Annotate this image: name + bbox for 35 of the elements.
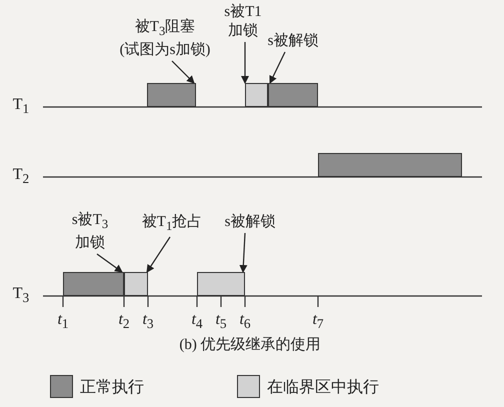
callout-text: s被T1	[224, 3, 262, 22]
callout-text: 加锁	[74, 234, 106, 253]
execution-bar	[63, 272, 124, 296]
callout-text: 被T$_{1}$抢占	[142, 213, 202, 235]
task-label: T$_{3}$	[12, 285, 30, 306]
time-label: t$_{5}$	[215, 311, 227, 332]
execution-bar	[147, 83, 196, 107]
caption: (b) 优先级继承的使用	[179, 336, 321, 354]
time-label: t$_{1}$	[57, 311, 69, 332]
callout-text: 加锁	[227, 22, 259, 41]
callout-text: s被T$_{3}$	[72, 211, 108, 233]
arrow	[172, 60, 195, 84]
legend-label: 正常执行	[80, 378, 144, 398]
callout-text: s被解锁	[224, 213, 276, 232]
task-label: T$_{2}$	[12, 166, 30, 188]
arrow	[146, 236, 170, 273]
callout-text: (试图为s加锁)	[120, 41, 210, 60]
time-label: t$_{6}$	[239, 311, 251, 332]
arrow	[241, 42, 249, 84]
arrow	[96, 254, 123, 273]
time-label: t$_{3}$	[142, 311, 154, 332]
callout-text: 被T$_{3}$阻塞	[134, 18, 196, 40]
arrow	[239, 232, 248, 273]
task-label: T$_{1}$	[12, 96, 30, 118]
time-label: t$_{7}$	[312, 311, 324, 332]
callout-text: s被解锁	[268, 32, 318, 51]
execution-bar	[268, 83, 318, 107]
arrow	[269, 52, 286, 84]
execution-bar	[124, 272, 148, 296]
time-label: t$_{4}$	[191, 311, 203, 332]
execution-bar	[318, 153, 462, 177]
legend-label: 在临界区中执行	[267, 378, 379, 398]
execution-bar	[197, 272, 245, 296]
time-label: t$_{2}$	[118, 311, 130, 332]
execution-bar	[245, 83, 268, 107]
